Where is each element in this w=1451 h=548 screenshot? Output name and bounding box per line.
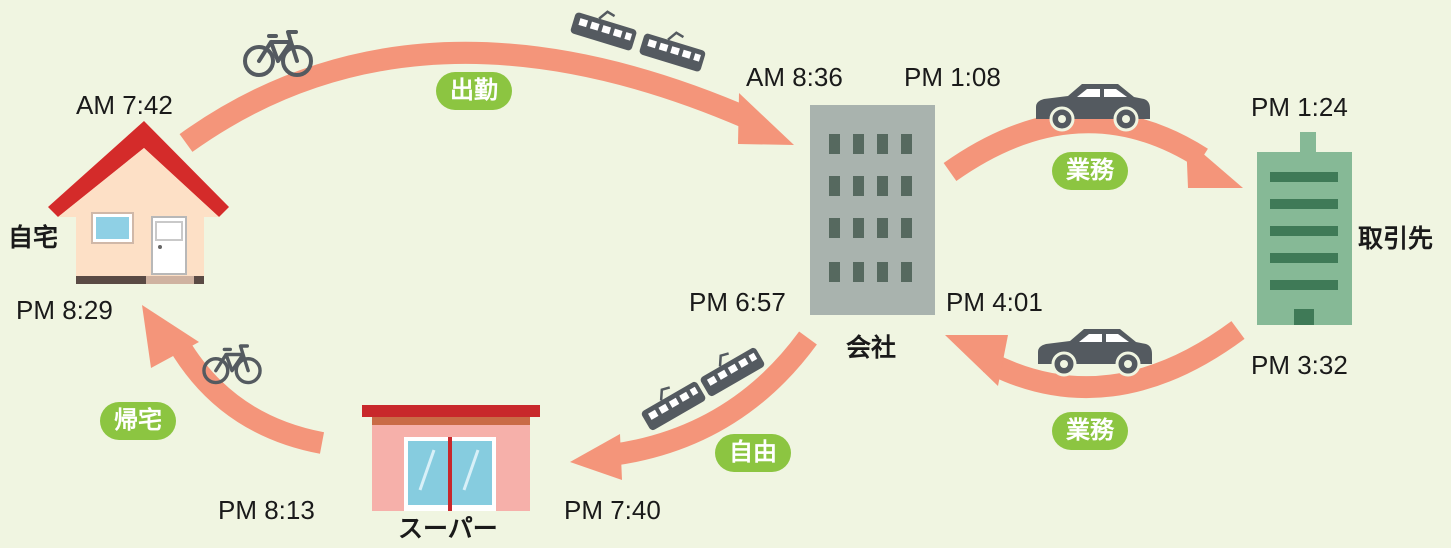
time-client-depart: PM 3:32	[1251, 350, 1348, 380]
client-building-icon	[1257, 132, 1352, 325]
time-office-depart-to-client: PM 1:08	[904, 62, 1001, 92]
office-building-icon	[810, 105, 935, 315]
time-client-arrive: PM 1:24	[1251, 92, 1348, 122]
label-client: 取引先	[1358, 225, 1434, 253]
leg-work-out-badge: 業務	[1052, 152, 1128, 190]
time-office-depart-evening: PM 6:57	[689, 287, 786, 317]
arrow-home-to-office	[179, 41, 794, 152]
time-supermarket-arrive: PM 7:40	[564, 495, 661, 525]
arrow-client-to-office	[945, 321, 1245, 399]
leg-free-badge: 自由	[715, 434, 791, 472]
label-supermarket: スーパー	[398, 515, 498, 543]
label-home: 自宅	[8, 224, 59, 252]
leg-return-home-badge: 帰宅	[100, 402, 176, 440]
time-office-return: PM 4:01	[946, 287, 1043, 317]
leg-commute-badge: 出勤	[436, 72, 512, 110]
leg-work-back-badge: 業務	[1052, 412, 1128, 450]
time-home-depart: AM 7:42	[76, 90, 173, 120]
house-icon	[48, 121, 229, 284]
supermarket-icon	[362, 405, 540, 511]
arrow-office-to-client	[943, 111, 1243, 188]
time-office-arrive: AM 8:36	[746, 62, 843, 92]
time-home-arrive: PM 8:29	[16, 295, 113, 325]
bicycle-icon	[243, 30, 313, 77]
car-icon	[1036, 327, 1154, 377]
label-office: 会社	[846, 334, 897, 362]
time-supermarket-depart: PM 8:13	[218, 495, 315, 525]
arrow-supermarket-to-home	[142, 305, 325, 454]
arrow-office-to-supermarket	[570, 331, 817, 480]
